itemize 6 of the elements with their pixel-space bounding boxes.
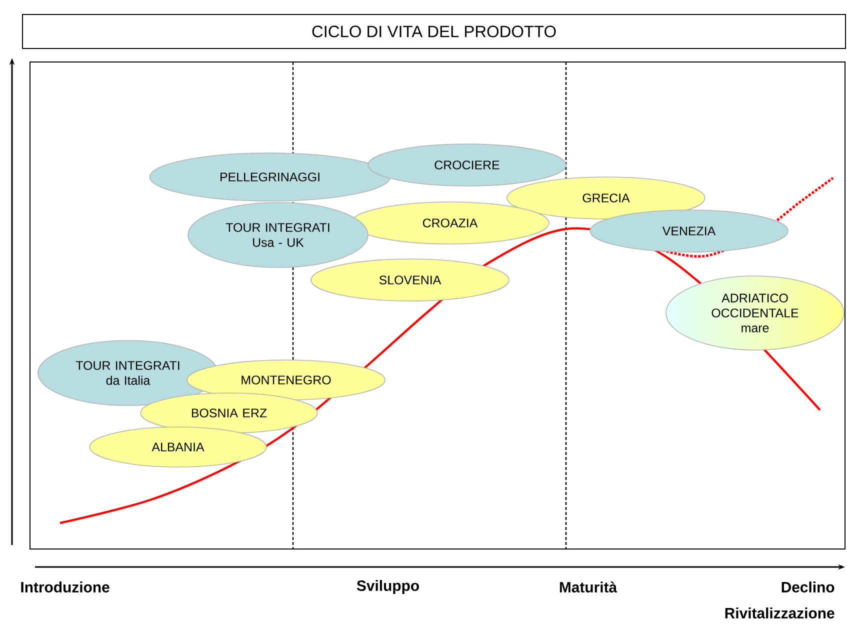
phase-label: Introduzione bbox=[21, 582, 110, 592]
phase-label: Rivitalizzazione bbox=[725, 608, 834, 618]
phase-label: Declino bbox=[782, 582, 834, 592]
title-box: CICLO DI VITA DEL PRODOTTO bbox=[22, 14, 846, 49]
phase-label: Maturità bbox=[560, 581, 618, 593]
phase-label: Sviluppo bbox=[356, 580, 419, 594]
